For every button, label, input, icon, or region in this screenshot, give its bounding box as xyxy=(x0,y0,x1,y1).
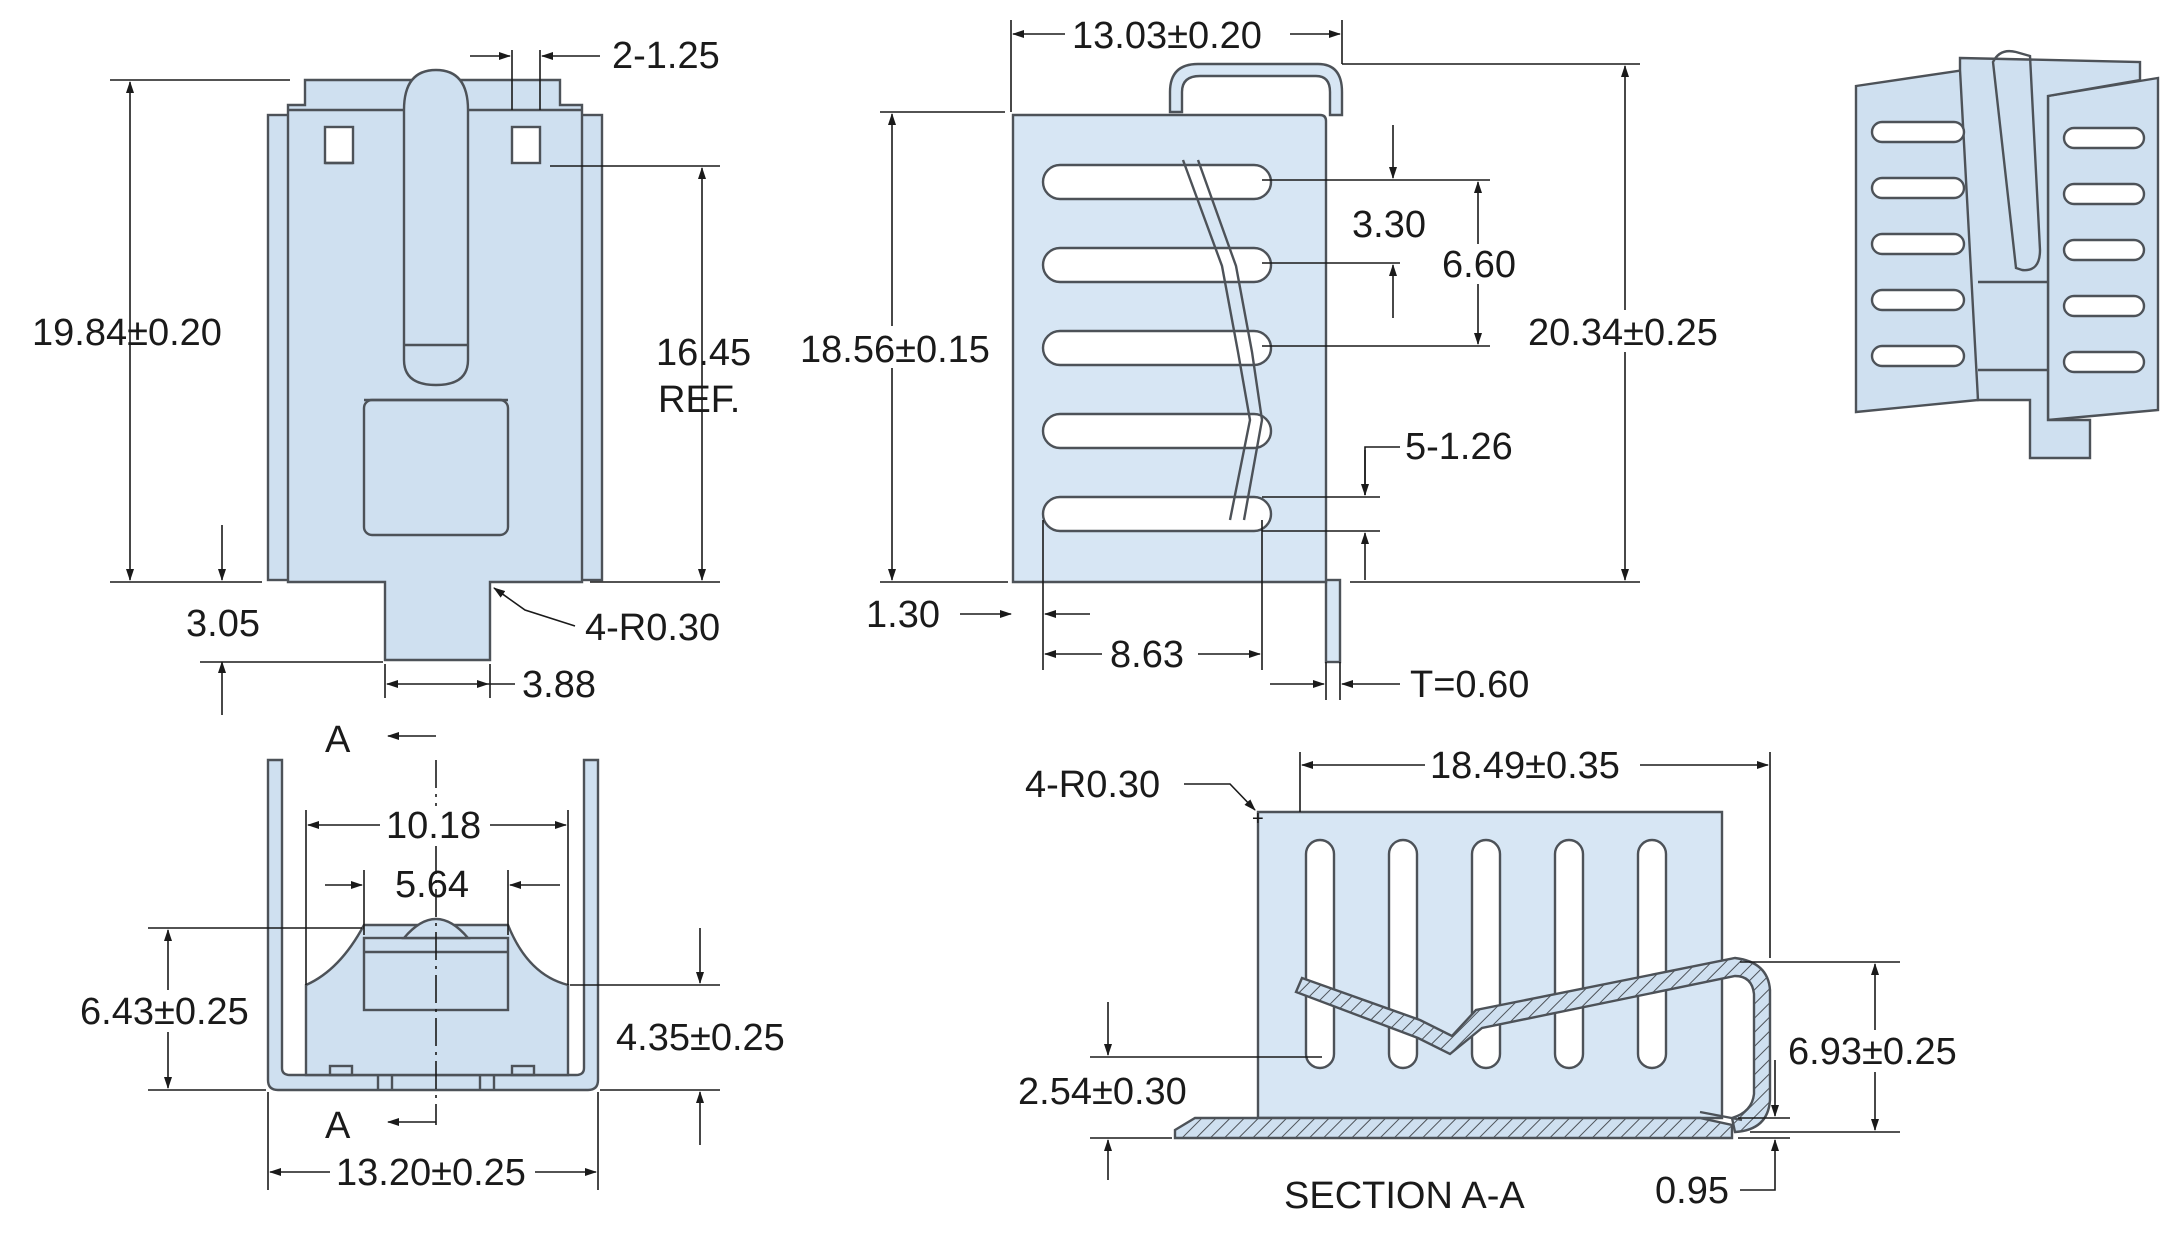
dim-ref-height: 16.45 xyxy=(656,332,751,374)
dim-overall-height: 19.84±0.20 xyxy=(32,312,222,354)
dim-outer-width: 13.20±0.25 xyxy=(336,1152,526,1194)
section-marker-top: A xyxy=(325,719,351,761)
section-marker-bottom: A xyxy=(325,1105,351,1147)
iso-clip-arm xyxy=(1991,49,2042,272)
top-u-channel xyxy=(266,758,600,1092)
front-side-wall-left xyxy=(266,113,292,582)
side-inner-clip xyxy=(1181,159,1264,521)
dim-section-length: 18.49±0.35 xyxy=(1430,745,1620,787)
front-clip-arm xyxy=(402,68,470,387)
dim-bottom-offset: 1.30 xyxy=(866,594,940,636)
dim-inner-width: 10.18 xyxy=(386,805,481,847)
dim-post-width: 5.64 xyxy=(395,864,469,906)
dim-inner-height: 4.35±0.25 xyxy=(616,1017,785,1059)
dim-ref-label: REF. xyxy=(658,379,740,421)
dim-tab-pitch: 2-1.25 xyxy=(612,35,720,77)
dim-tab-offset: 3.05 xyxy=(186,603,260,645)
dim-slot-width: 5-1.26 xyxy=(1405,426,1513,468)
side-top-hook xyxy=(1168,62,1344,117)
side-bottom-leg xyxy=(1324,578,1342,664)
top-view: A A 10.18 5.64 6.43±0.25 4.35±0.25 13.20… xyxy=(76,719,785,1194)
iso-center-body xyxy=(1958,56,2142,460)
dim-offset: 0.95 xyxy=(1655,1170,1729,1212)
section-title: SECTION A-A xyxy=(1284,1175,1525,1217)
section-view: 4-R0.30 + 18.49±0.35 6.93±0.25 2.54±0.30… xyxy=(1018,745,1968,1217)
section-base-strip xyxy=(1173,1116,1734,1140)
side-slot xyxy=(1041,329,1273,367)
dim-side-height: 18.56±0.15 xyxy=(800,329,990,371)
iso-left-slots xyxy=(1870,120,1966,368)
front-view: 19.84±0.20 2-1.25 16.45 REF. 3.05 4-R0.3… xyxy=(32,35,751,715)
top-post-dome xyxy=(401,917,471,940)
dim-section-corner-radius: 4-R0.30 xyxy=(1025,764,1160,806)
front-lower-plate xyxy=(362,398,510,537)
side-slots xyxy=(1041,163,1273,533)
iso-view xyxy=(1854,49,2160,460)
side-slot xyxy=(1041,163,1273,201)
iso-right-slots xyxy=(2062,126,2146,374)
dim-side-width: 13.03±0.20 xyxy=(1072,15,1262,57)
dim-total-height: 20.34±0.25 xyxy=(1528,312,1718,354)
front-side-wall-right xyxy=(578,113,604,582)
dim-thickness: T=0.60 xyxy=(1410,664,1529,706)
svg-text:+: + xyxy=(1252,808,1264,830)
front-window-right xyxy=(510,125,542,165)
side-slot xyxy=(1041,495,1273,533)
dim-slot-pitch: 3.30 xyxy=(1352,204,1426,246)
side-slot xyxy=(1041,412,1273,450)
dim-front-corner-radius: 4-R0.30 xyxy=(585,607,720,649)
dim-section-height: 6.93±0.25 xyxy=(1788,1031,1957,1073)
side-view: 13.03±0.20 18.56±0.15 3.30 6.60 20.34±0.… xyxy=(796,14,1750,706)
dim-slot-span: 6.60 xyxy=(1442,244,1516,286)
dim-slot-length: 8.63 xyxy=(1110,634,1184,676)
front-window-left xyxy=(323,125,355,165)
side-slot xyxy=(1041,246,1273,284)
dim-top-height: 6.43±0.25 xyxy=(80,991,249,1033)
dim-arm-height: 2.54±0.30 xyxy=(1018,1071,1187,1113)
dim-tab-width: 3.88 xyxy=(522,664,596,706)
section-spring-arm xyxy=(1294,956,1772,1134)
